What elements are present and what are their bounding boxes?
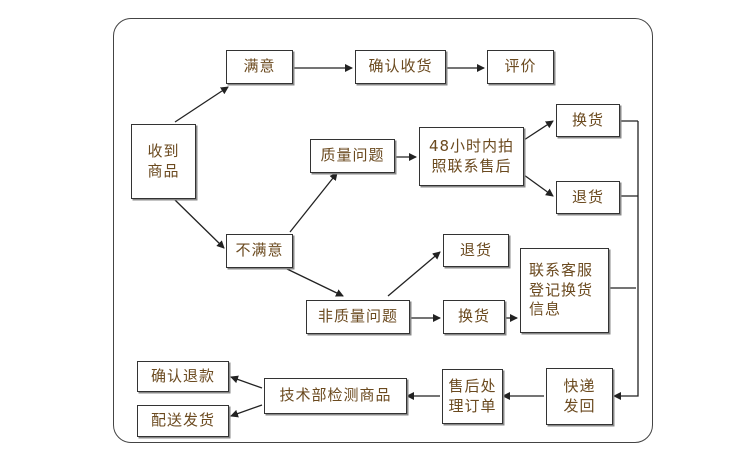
node-contact-48h: 48小时内拍 照联系售后: [419, 127, 524, 186]
node-satisfied: 满意: [226, 50, 293, 84]
node-return-mid: 退货: [443, 234, 509, 267]
arrow-received-to-not-satisfied: [174, 199, 225, 249]
node-quality-issue: 质量问题: [310, 139, 395, 173]
node-confirm-receipt: 确认收货: [355, 50, 446, 84]
arrow-not-satisfied-to-non-quality: [284, 267, 344, 297]
arrow-received-to-satisfied: [174, 86, 229, 123]
node-return-top: 退货: [556, 181, 620, 214]
node-confirm-refund: 确认退款: [137, 361, 229, 392]
node-express-return: 快递 发回: [546, 368, 613, 425]
node-exchange-mid: 换货: [443, 300, 505, 334]
arrow-non-quality-to-return: [387, 251, 441, 297]
arrow-tech-to-refund: [230, 375, 263, 389]
node-aftersale-order: 售后处 理订单: [442, 369, 503, 424]
node-review: 评价: [487, 50, 554, 84]
node-register-exchange: 联系客服 登记换货 信息: [520, 248, 609, 333]
arrow-contact-to-exchange: [523, 120, 554, 141]
line-right-bus-to-express: [613, 121, 639, 400]
node-ship-goods: 配送发货: [137, 405, 229, 437]
arrow-not-satisfied-to-quality: [289, 172, 338, 233]
node-received: 收到 商品: [131, 124, 196, 199]
arrow-tech-to-ship: [230, 404, 263, 418]
node-not-satisfied: 不满意: [226, 234, 293, 268]
arrow-contact-to-return: [523, 174, 554, 197]
node-tech-inspect: 技术部检测商品: [264, 378, 407, 414]
node-exchange-top: 换货: [556, 104, 620, 137]
node-non-quality-issue: 非质量问题: [306, 300, 410, 334]
